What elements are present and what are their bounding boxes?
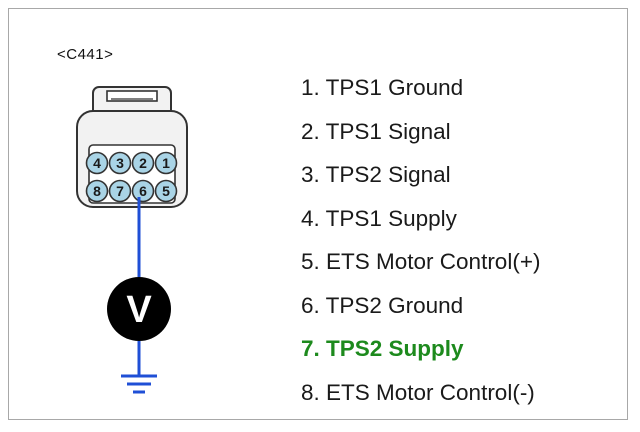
pin-description-item: 2. TPS1 Signal: [301, 118, 451, 144]
connector-pin-number: 5: [162, 183, 170, 199]
connector-pin-number: 7: [116, 183, 124, 199]
pin-description-item: 6. TPS2 Ground: [301, 292, 464, 318]
connector-pin-number: 6: [139, 183, 147, 199]
ground-icon: [121, 374, 157, 394]
pin-description-list: 1. TPS1 Ground 2. TPS1 Signal 3. TPS2 Sign…: [301, 69, 540, 417]
connector-latch: [92, 86, 172, 118]
pin-description-item: 3. TPS2 Signal: [301, 162, 451, 187]
connector-pin: [154, 179, 178, 203]
connector-pin: [85, 179, 109, 203]
pin-description-item: 7. TPS2 Supply: [301, 336, 464, 361]
pin-description-item: 5. ETS Motor Control(+): [301, 249, 541, 274]
voltmeter-symbol: V: [126, 289, 152, 331]
connector-pin: [131, 151, 155, 175]
connector-pin: [85, 151, 109, 175]
connector-pin-number: 8: [93, 183, 101, 199]
connector-pin: [154, 151, 178, 175]
pin-description-item: 1. TPS1 Ground: [301, 75, 464, 100]
connector-id-label: <C441>: [57, 46, 114, 63]
voltmeter-icon: V: [107, 277, 171, 341]
connector-pin-number: 4: [93, 155, 101, 171]
connector-pin: [131, 179, 155, 203]
connector-pin-number: 2: [139, 155, 147, 171]
connector-pin-number: 3: [116, 155, 124, 171]
connector-pin: [108, 179, 132, 203]
connector-pin: [108, 151, 132, 175]
pin-description-item: 8. ETS Motor Control(-): [301, 379, 535, 405]
connector-pin-number: 1: [162, 155, 170, 171]
pin-description-item: 4. TPS1 Supply: [301, 205, 457, 231]
